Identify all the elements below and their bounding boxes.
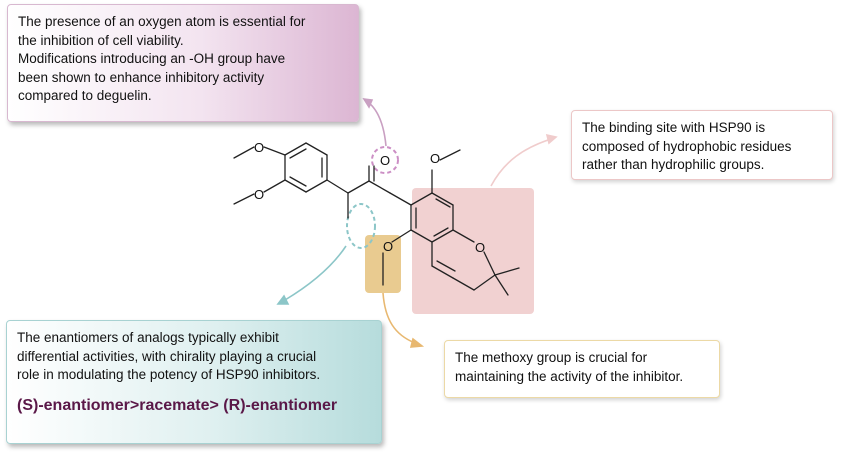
annotation-line: The methoxy group is crucial for: [455, 350, 648, 365]
hsp90-binding-annotation-box: The binding site with HSP90 is composed …: [571, 110, 833, 180]
enantiomer-annotation-box: The enantiomers of analogs typically exh…: [6, 320, 382, 444]
oxygen-atom-label: O: [430, 151, 440, 166]
oxygen-atom-label: O: [383, 239, 393, 254]
arrow-to-methoxy-box: [382, 292, 425, 348]
annotation-line: role in modulating the potency of HSP90 …: [17, 367, 321, 382]
annotation-line: compared to deguelin.: [18, 88, 152, 103]
annotation-line: The binding site with HSP90 is: [582, 120, 766, 135]
hydrophobic-region-highlight: [412, 188, 534, 314]
carbonyl-oxygen-highlight: [371, 146, 399, 174]
arrow-to-enantiomer-box: [276, 245, 347, 305]
enantiomer-ranking: (S)-enantiomer>racemate> (R)-enantiomer: [17, 396, 338, 414]
oxygen-annotation-box: The presence of an oxygen atom is essent…: [7, 4, 359, 122]
arrow-to-oxygen-box: [362, 97, 387, 147]
carbonyl-oxygen-label: O: [380, 153, 390, 168]
molecule-bonds: [233, 142, 520, 296]
chiral-center-highlight: [346, 203, 376, 249]
annotation-line: been shown to enhance inhibitory activit…: [18, 69, 265, 85]
oxygen-atom-label: O: [254, 187, 264, 202]
annotation-line: The enantiomers of analogs typically exh…: [17, 330, 279, 345]
pyran-oxygen-label: O: [475, 240, 485, 255]
oxygen-atom-label: O: [254, 140, 264, 155]
annotation-line: maintaining the activity of the inhibito…: [455, 368, 684, 384]
annotation-line: The presence of an oxygen atom is essent…: [18, 14, 306, 29]
annotation-line: composed of hydrophobic residues: [582, 138, 792, 154]
annotation-line: differential activities, with chirality …: [17, 348, 317, 364]
annotation-line: the inhibition of cell viability.: [18, 32, 184, 48]
methoxy-annotation-box: The methoxy group is crucial for maintai…: [444, 340, 720, 398]
arrow-to-hsp90-box: [490, 133, 558, 187]
annotation-line: Modifications introducing an -OH group h…: [18, 51, 286, 66]
annotation-line: rather than hydrophilic groups.: [582, 157, 765, 172]
